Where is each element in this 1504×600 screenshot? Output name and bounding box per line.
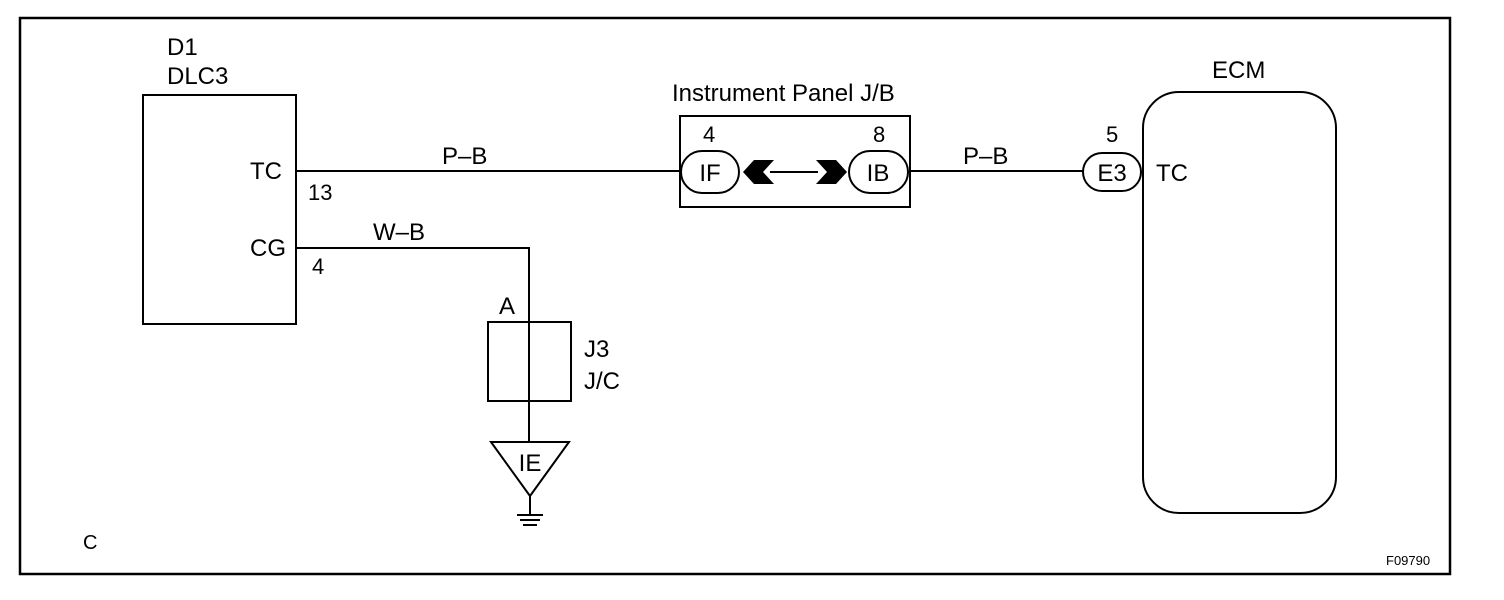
wire-cg-to-ground — [296, 247, 530, 442]
connector-arrow-left-icon — [743, 160, 774, 184]
wire-color-cg: W–B — [373, 219, 425, 246]
figure-code: F09790 — [1386, 553, 1430, 568]
connector-ib — [848, 150, 909, 194]
corner-letter: C — [83, 532, 97, 554]
connector-if-label: IF — [699, 160, 720, 187]
ground-point-label: IE — [519, 450, 542, 477]
junction-block-box — [679, 115, 911, 208]
wire-color-dlc-to-jb: P–B — [442, 143, 487, 170]
dlc3-cg-pin: 4 — [312, 254, 324, 279]
ecm-terminal: TC — [1156, 160, 1188, 187]
junction-connector-id: J3 — [584, 336, 609, 363]
ecm-title: ECM — [1212, 57, 1265, 84]
connector-ib-label: IB — [867, 160, 890, 187]
dlc3-id: D1 — [167, 34, 198, 61]
connector-arrow-right-icon — [816, 160, 847, 184]
dlc3-name: DLC3 — [167, 63, 228, 90]
ground-point-triangle — [489, 441, 571, 498]
ground-symbol-icon — [517, 514, 543, 526]
junction-connector-pin: A — [499, 293, 515, 320]
diagram-frame — [18, 16, 1452, 576]
dlc3-cg-terminal: CG — [250, 235, 286, 262]
dlc3-tc-pin: 13 — [308, 180, 332, 205]
ecm-connector — [1082, 152, 1142, 192]
ecm-connector-label: E3 — [1097, 160, 1126, 187]
jb-right-pin: 8 — [873, 122, 885, 147]
wire-color-jb-to-ecm: P–B — [963, 143, 1008, 170]
dlc3-tc-terminal: TC — [250, 158, 282, 185]
connector-if — [680, 150, 740, 194]
jb-left-pin: 4 — [703, 122, 715, 147]
ecm-pin: 5 — [1106, 122, 1118, 147]
dlc3-box — [142, 94, 297, 325]
ecm-box — [1142, 91, 1337, 514]
junction-connector-type: J/C — [584, 368, 620, 395]
junction-connector-box — [487, 321, 572, 402]
junction-block-title: Instrument Panel J/B — [672, 80, 895, 107]
